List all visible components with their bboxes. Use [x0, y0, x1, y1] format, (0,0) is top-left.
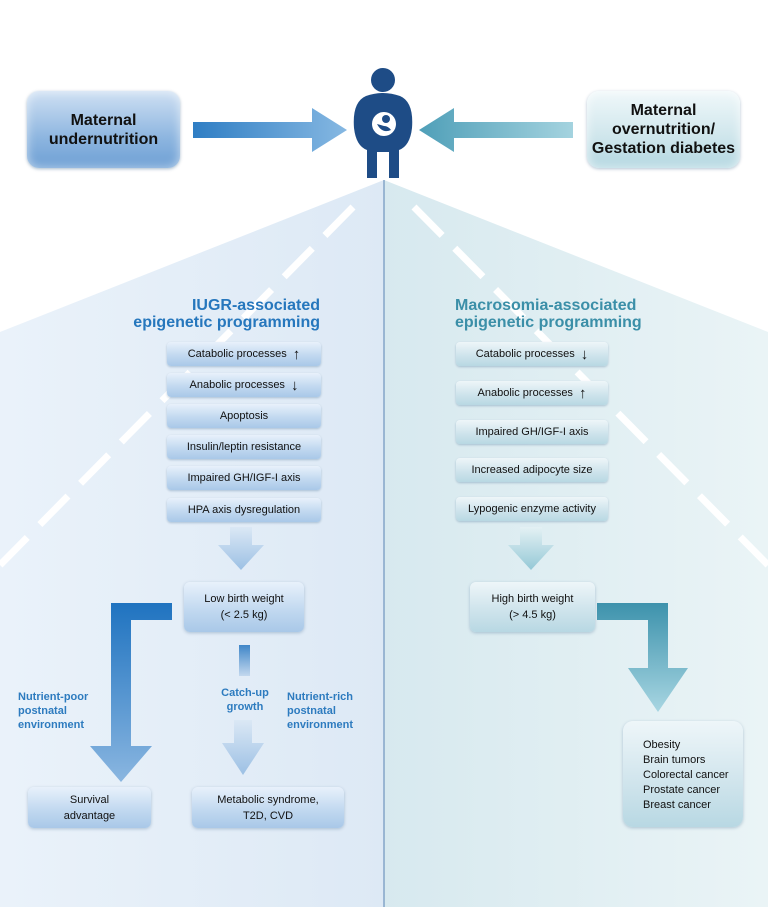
right-item-catabolic: Catabolic processes ↓ — [456, 342, 608, 366]
disease-list-box: Obesity Brain tumors Colorectal cancer P… — [623, 721, 743, 827]
left-item-hpa: HPA axis dysregulation — [167, 498, 321, 522]
arrow-up-icon: ↑ — [578, 384, 587, 402]
left-item-insulin: Insulin/leptin resistance — [167, 435, 321, 459]
left-down-arrow — [218, 527, 264, 570]
disease-item: Prostate cancer — [643, 784, 721, 796]
catchup-down-arrow — [222, 720, 264, 775]
left-item-gh-igf: Impaired GH/IGF-I axis — [167, 466, 321, 490]
arrow-up-icon: ↑ — [292, 345, 301, 363]
arrow-down-icon: ↓ — [580, 345, 589, 363]
left-item-label: Impaired GH/IGF-I axis — [187, 472, 301, 484]
disease-item: Breast cancer — [643, 799, 711, 811]
high-birth-weight-box: High birth weight (> 4.5 kg) — [470, 582, 595, 632]
maternal-overnutrition-box: Maternal overnutrition/ Gestation diabet… — [587, 91, 740, 168]
catchup-bar — [239, 645, 250, 676]
right-item-gh-igf: Impaired GH/IGF-I axis — [456, 420, 608, 444]
right-item-label: Anabolic processes — [477, 387, 573, 399]
disease-item: Brain tumors — [643, 754, 706, 766]
left-item-apoptosis: Apoptosis — [167, 404, 321, 428]
disease-item: Colorectal cancer — [643, 769, 729, 781]
left-item-catabolic: Catabolic processes ↑ — [167, 342, 321, 366]
right-item-lypogenic: Lypogenic enzyme activity — [456, 497, 608, 521]
macrosomia-title: Macrosomia-associated epigenetic program… — [455, 297, 642, 331]
right-elbow-arrow — [597, 603, 688, 712]
left-item-label: HPA axis dysregulation — [187, 504, 301, 516]
right-item-label: Increased adipocyte size — [471, 464, 593, 476]
arrow-down-icon: ↓ — [290, 376, 299, 394]
nutrient-poor-label: Nutrient-poor postnatal environment — [18, 691, 89, 731]
left-item-anabolic: Anabolic processes ↓ — [167, 373, 321, 397]
pregnant-woman-icon — [353, 68, 413, 178]
left-item-label: Insulin/leptin resistance — [186, 441, 302, 453]
catchup-growth-label: Catch-up growth — [221, 687, 269, 713]
nutrient-rich-label: Nutrient-rich postnatal environment — [287, 691, 354, 731]
right-item-label: Lypogenic enzyme activity — [468, 503, 596, 515]
right-down-arrow — [508, 527, 554, 570]
left-input-arrow — [193, 108, 347, 152]
left-item-label: Apoptosis — [219, 410, 269, 422]
maternal-undernutrition-box: Maternal undernutrition — [27, 91, 180, 168]
left-elbow-arrow-shape — [90, 603, 172, 782]
right-item-anabolic: Anabolic processes ↑ — [456, 381, 608, 405]
right-item-label: Catabolic processes — [475, 348, 575, 360]
low-birth-weight-box: Low birth weight (< 2.5 kg) — [184, 582, 304, 632]
left-item-label: Catabolic processes — [187, 348, 287, 360]
survival-advantage-box: Survival advantage — [28, 787, 151, 828]
metabolic-syndrome-box: Metabolic syndrome, T2D, CVD — [192, 787, 344, 828]
right-input-arrow — [419, 108, 573, 152]
disease-item: Obesity — [643, 739, 681, 751]
left-item-label: Anabolic processes — [189, 379, 285, 391]
right-item-label: Impaired GH/IGF-I axis — [475, 426, 589, 438]
right-item-adipocyte: Increased adipocyte size — [456, 458, 608, 482]
iugr-title: IUGR-associated epigenetic programming — [133, 297, 320, 331]
